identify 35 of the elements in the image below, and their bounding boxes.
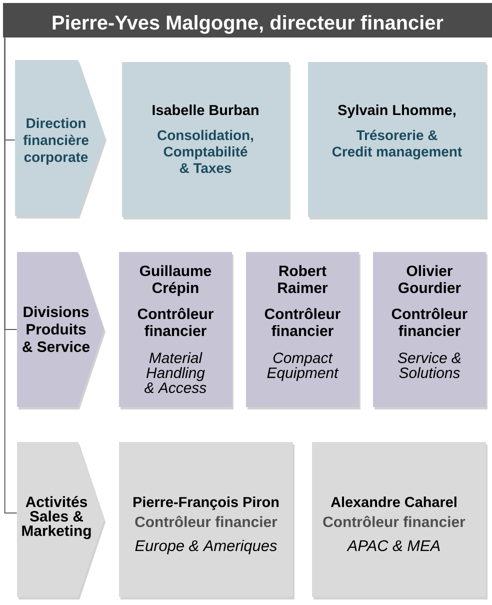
org-box — [119, 442, 294, 600]
scope-text: Europe & Ameriques — [135, 540, 277, 554]
person-name: Guillaume Crépin — [140, 265, 212, 296]
responsibility-text: Consolidation, Comptabilité & Taxes — [158, 130, 253, 174]
title-bar — [3, 3, 492, 38]
org-box — [373, 252, 488, 410]
org-box — [312, 442, 488, 600]
person-name: Sylvain Lhomme, — [338, 104, 456, 118]
org-box — [122, 62, 290, 220]
chevron-shape — [17, 442, 106, 600]
chevron-label: Activités Sales & Marketing — [22, 496, 91, 540]
job-title: Contrôleur financier — [323, 516, 466, 528]
job-title: Contrôleur financier — [392, 308, 468, 336]
scope-text: Compact Equipment — [267, 352, 339, 382]
person-name: Isabelle Burban — [152, 104, 258, 116]
job-title: Contrôleur financier — [135, 516, 278, 528]
chevron-label: Divisions Produits & Service — [22, 306, 90, 352]
chevron-shape — [17, 252, 106, 410]
scope-text: Service & Solutions — [398, 352, 461, 378]
chevron-label: Direction financière corporate — [23, 118, 88, 165]
connector-line — [4, 37, 18, 514]
scope-text: Material Handling & Access — [144, 352, 206, 394]
person-name: Alexandre Caharel — [330, 496, 456, 508]
chevron-shape — [15, 60, 106, 218]
org-box — [246, 252, 360, 410]
org-box — [119, 252, 234, 410]
scope-text: APAC & MEA — [346, 540, 440, 552]
job-title: Contrôleur financier — [264, 308, 340, 336]
title-text: Pierre-Yves Malgogne, directeur financier — [52, 15, 444, 34]
responsibility-text: Trésorerie & Credit management — [332, 130, 462, 160]
person-name: Olivier Gourdier — [398, 265, 461, 294]
person-name: Pierre-François Piron — [134, 496, 279, 510]
job-title: Contrôleur financier — [138, 308, 214, 336]
org-box — [308, 62, 488, 220]
person-name: Robert Raimer — [278, 265, 328, 294]
